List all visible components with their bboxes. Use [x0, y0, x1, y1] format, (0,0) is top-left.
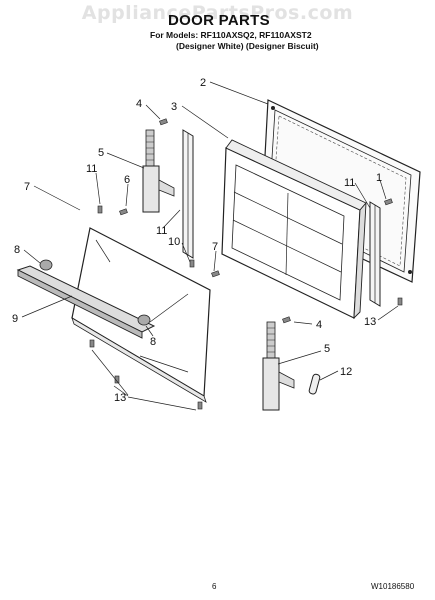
window-glass-part [221, 139, 367, 320]
callout-5-lower: 5 [324, 343, 330, 355]
callout-10: 10 [168, 236, 180, 248]
callout-4-upper: 4 [136, 98, 142, 110]
clip-part [308, 373, 321, 395]
callout-11-right: 11 [344, 177, 355, 189]
callout-1: 1 [376, 172, 382, 184]
document-number: W10186580 [371, 582, 415, 591]
callout-12: 12 [340, 366, 352, 378]
watermark: AppliancePartsPros.com [81, 2, 354, 24]
variants-line: (Designer White) (Designer Biscuit) [176, 41, 319, 51]
models-line: For Models: RF110AXSQ2, RF110AXST2 [150, 30, 312, 40]
callout-7-right: 7 [212, 241, 218, 253]
callout-6: 6 [124, 174, 130, 186]
handle-endcap-parts [39, 259, 151, 326]
callout-11-left: 11 [86, 163, 97, 175]
callout-3: 3 [171, 101, 177, 113]
callout-13-left: 13 [114, 392, 126, 404]
callout-9: 9 [12, 313, 18, 325]
page-number: 6 [212, 582, 217, 591]
door-handle-part [16, 265, 156, 339]
outer-door-panel-part [71, 227, 211, 403]
callout-11-middle: 11 [156, 225, 167, 237]
callout-5-upper: 5 [98, 147, 104, 159]
side-trim-right-part [369, 201, 381, 307]
hinge-lower-part [262, 321, 295, 411]
callout-13-right: 13 [364, 316, 376, 328]
hinge-upper-part [142, 129, 175, 213]
callout-8-right: 8 [150, 336, 156, 348]
diagram-title: DOOR PARTS [168, 12, 270, 29]
callout-7-left: 7 [24, 181, 30, 193]
callout-8-left: 8 [14, 244, 20, 256]
callout-4-lower: 4 [316, 319, 322, 331]
side-trim-left-part [182, 129, 194, 259]
callout-2: 2 [200, 77, 206, 89]
leader-lines [21, 81, 399, 411]
screws [89, 118, 403, 410]
